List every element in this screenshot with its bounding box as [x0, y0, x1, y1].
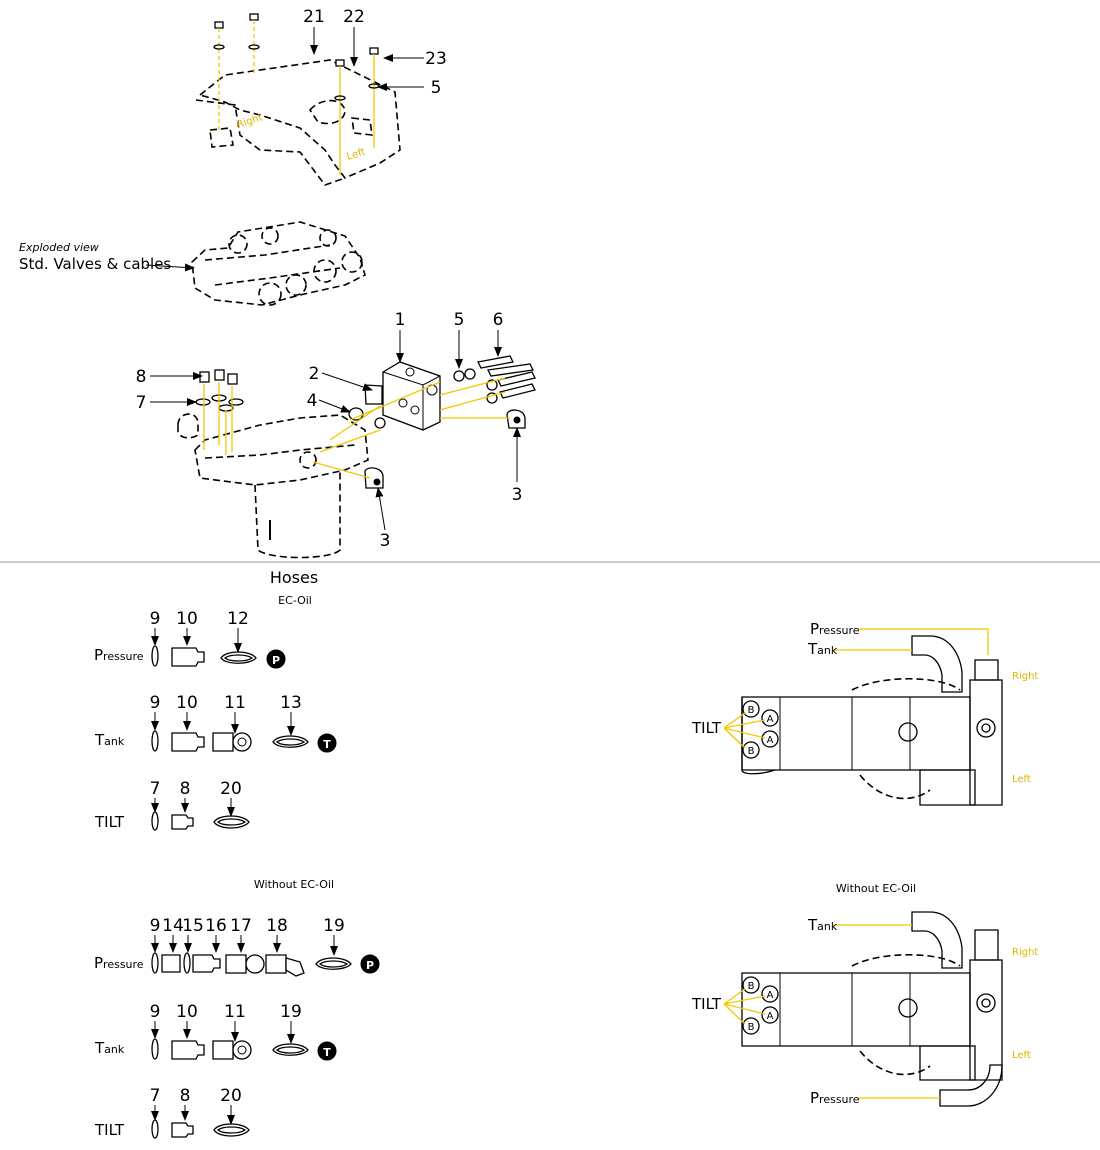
hoses-title: Hoses: [270, 568, 318, 587]
row-tank-without: Tank 9 10 11 19 T: [94, 1002, 337, 1061]
valves-exploded-view: Exploded view Std. Valves & cables: [19, 221, 366, 306]
pressure-badge-icon: P: [272, 654, 280, 667]
item-label: 7: [150, 1086, 161, 1106]
row-tilt-ec-oil: TILT 7 8 20: [94, 779, 250, 831]
tank-badge-icon: T: [323, 738, 331, 751]
callout-23: 23: [425, 49, 447, 69]
screw-bolts: [213, 13, 380, 175]
row-pressure-ec-oil: Pressure 9 10 12 P: [94, 609, 286, 669]
plate-label-left: Left: [346, 147, 367, 163]
top-bracket-assembly: 21 22 23 5 Right Left: [195, 7, 447, 186]
item-label: 8: [180, 779, 191, 799]
row-label-tilt: TILT: [94, 813, 125, 831]
item-label: 8: [180, 1086, 191, 1106]
row-tank-ec-oil: Tank 9 10 11 13 T: [94, 693, 337, 753]
without-ec-oil-label: Without EC-Oil: [254, 878, 334, 891]
item-label: 7: [150, 779, 161, 799]
row-label-tank: Tank: [94, 731, 125, 749]
port-b-label: B: [748, 705, 755, 716]
label-tilt: TILT: [691, 719, 722, 737]
item-label: 20: [220, 1086, 242, 1106]
item-label: 9: [150, 1002, 161, 1022]
label-left: Left: [1012, 1050, 1031, 1061]
callout-21: 21: [303, 7, 325, 27]
row-label-tilt: TILT: [94, 1121, 125, 1139]
item-label: 10: [176, 1002, 198, 1022]
port-b-label: B: [748, 746, 755, 757]
caption-std-valves: Std. Valves & cables: [19, 255, 171, 273]
port-b-label: B: [748, 981, 755, 992]
plate-label-right: Right: [236, 112, 265, 131]
manifold-view-without-ec-oil: Without EC-Oil B A B A Tank Pressure TIL…: [691, 882, 1038, 1107]
callout-3-right: 3: [512, 485, 523, 505]
tilt-ports: B A B A: [742, 700, 779, 759]
label-tank: Tank: [807, 640, 838, 658]
label-left: Left: [1012, 774, 1031, 785]
label-right: Right: [1012, 671, 1038, 682]
label-pressure: Pressure: [810, 620, 860, 638]
callout-3-bottom: 3: [380, 531, 391, 551]
item-label: 16: [205, 916, 227, 936]
caption-exploded-view: Exploded view: [19, 241, 99, 254]
port-a-label: A: [767, 714, 774, 725]
callout-7: 7: [136, 393, 147, 413]
row-tilt-without: TILT 7 8 20: [94, 1086, 250, 1139]
label-right: Right: [1012, 947, 1038, 958]
item-label: 15: [182, 916, 204, 936]
without-ec-oil-title: Without EC-Oil: [836, 882, 916, 895]
hoses-section: Hoses EC-Oil Pressure 9 10 12 P Tank 9 1…: [94, 568, 380, 1139]
callout-5: 5: [431, 78, 442, 98]
item-label: 18: [266, 916, 288, 936]
item-label: 13: [280, 693, 302, 713]
callout-2: 2: [309, 364, 320, 384]
manifold-view-ec-oil: B A B A Pressure Tank TILT Right Left: [691, 620, 1038, 806]
port-a-label: A: [767, 1011, 774, 1022]
item-label: 17: [230, 916, 252, 936]
bolts-6: [477, 355, 536, 399]
port-a-label: A: [767, 990, 774, 1001]
callout-1: 1: [395, 310, 406, 330]
pressure-badge-icon: P: [366, 959, 374, 972]
item-label: 9: [150, 693, 161, 713]
item-label: 9: [150, 916, 161, 936]
ec-oil-label: EC-Oil: [278, 594, 312, 607]
item-label: 10: [176, 693, 198, 713]
callout-5-middle: 5: [454, 310, 465, 330]
tank-badge-icon: T: [323, 1046, 331, 1059]
port-b-label: B: [748, 1022, 755, 1033]
item-label: 11: [224, 693, 246, 713]
item-label: 19: [323, 916, 345, 936]
item-label: 19: [280, 1002, 302, 1022]
valve-block-assembly: 1 2 4 5 6 8 7 3 3: [136, 310, 536, 559]
row-label-pressure: Pressure: [94, 954, 144, 972]
row-pressure-without: Pressure 9 14 15 16 17 18 19: [94, 916, 380, 977]
row-label-pressure: Pressure: [94, 646, 144, 664]
item-label: 12: [227, 609, 249, 629]
port-a-label: A: [767, 735, 774, 746]
item-label: 14: [162, 916, 184, 936]
item-label: 10: [176, 609, 198, 629]
callout-22: 22: [343, 7, 365, 27]
callout-8: 8: [136, 367, 147, 387]
item-label: 9: [150, 609, 161, 629]
label-tilt: TILT: [691, 995, 722, 1013]
tilt-ports-without: B A B A: [742, 976, 779, 1035]
callout-4: 4: [307, 391, 318, 411]
callout-6: 6: [493, 310, 504, 330]
item-label: 11: [224, 1002, 246, 1022]
item-label: 20: [220, 779, 242, 799]
label-tank: Tank: [807, 916, 838, 934]
row-label-tank: Tank: [94, 1039, 125, 1057]
label-pressure: Pressure: [810, 1089, 860, 1107]
